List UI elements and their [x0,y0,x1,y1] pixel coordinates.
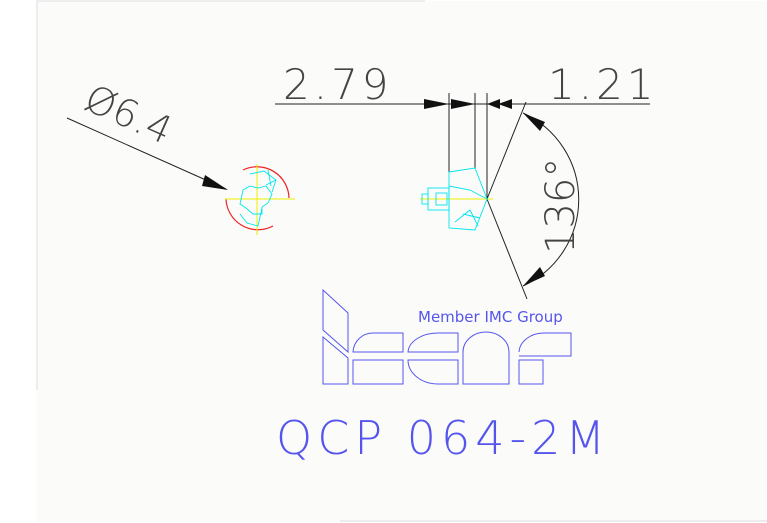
arrowhead-icon [523,267,545,286]
insert-side-view [420,167,493,231]
part-number: QCP 064-2M [276,411,610,465]
sheet-border [36,0,425,390]
arrowhead-icon [202,175,228,190]
arrowhead-icon [451,99,475,109]
angle-label: 136° [538,158,584,254]
width-dimension: 2.79 1.21 [275,60,658,199]
iscar-logo: Member IMC Group [322,288,572,385]
arrowhead-icon [523,113,545,131]
width-right-label: 1.21 [548,60,658,109]
width-left-label: 2.79 [283,60,393,109]
arrowhead-icon [424,99,449,109]
sheet [37,1,766,522]
angle-dimension: 136° [486,101,584,300]
arrowhead-icon [487,99,500,109]
end-view [225,164,295,235]
arrowhead-icon [498,99,512,109]
logo-tagline: Member IMC Group [418,308,563,326]
